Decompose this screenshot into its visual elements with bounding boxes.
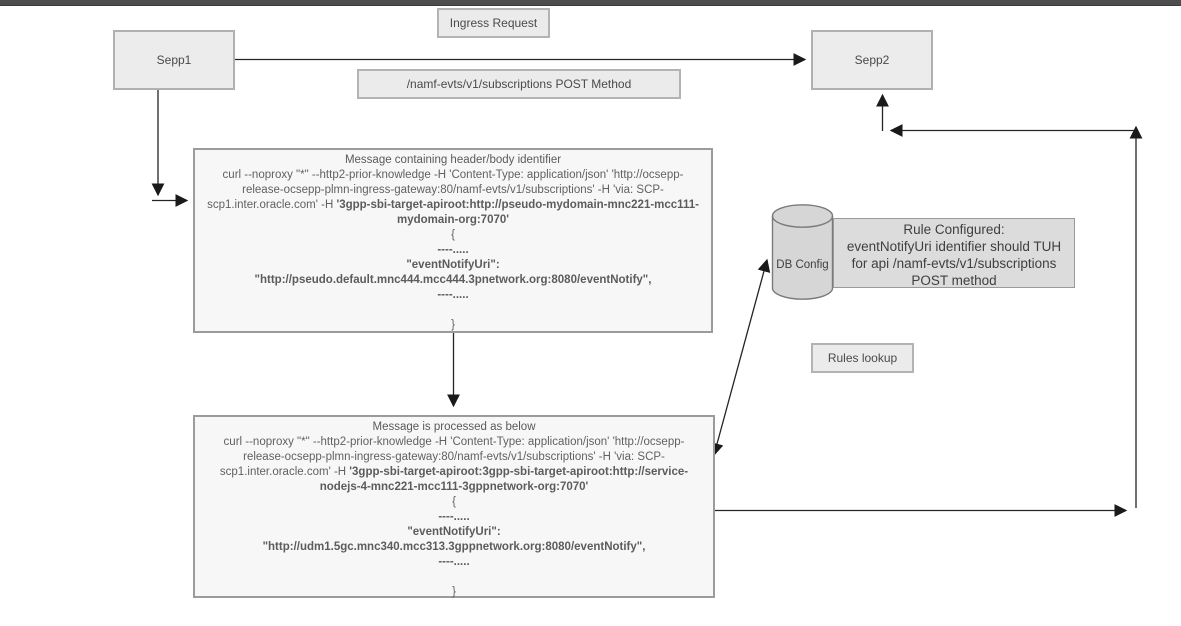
- msg2-title: Message is processed as below: [372, 421, 536, 433]
- db-config-label: DB Config: [776, 259, 829, 271]
- ingress-request-label: Ingress Request: [437, 8, 550, 38]
- msg1-title: Message containing header/body identifie…: [344, 154, 562, 166]
- sepp1-label: Sepp1: [156, 53, 192, 67]
- msg1-event-notify-key: "eventNotifyUri":: [406, 259, 500, 271]
- rule-line-2: eventNotifyUri identifier should TUH: [846, 239, 1062, 254]
- sepp2-label: Sepp2: [854, 53, 890, 67]
- msg1-event-notify-value: "http://pseudo.default.mnc444.mcc444.3pn…: [254, 274, 652, 286]
- msg2-brace-open: {: [452, 496, 456, 508]
- namf-post-method-label: /namf-evts/v1/subscriptions POST Method: [357, 69, 681, 99]
- ingress-request-text: Ingress Request: [449, 16, 538, 30]
- msg2-curl-prefix: curl --noproxy "*" --http2-prior-knowled…: [219, 436, 685, 478]
- msg1-curl-target-apiroot: '3gpp-sbi-target-apiroot:http://pseudo-m…: [336, 199, 699, 226]
- msg1-dots-bottom: ----.....: [437, 289, 469, 301]
- sepp2-node: Sepp2: [811, 30, 933, 90]
- message-box-processed-as-below: Message is processed as below curl --nop…: [193, 415, 715, 598]
- namf-post-method-text: /namf-evts/v1/subscriptions POST Method: [406, 77, 632, 91]
- cylinder-icon: [771, 204, 834, 300]
- msg2-brace-close: }: [452, 586, 456, 598]
- msg2-dots-bottom: ----.....: [438, 556, 470, 568]
- msg2-curl-target-apiroot: '3gpp-sbi-target-apiroot:3gpp-sbi-target…: [319, 466, 689, 493]
- rule-line-3: for api /namf-evts/v1/subscriptions: [851, 256, 1057, 271]
- sepp1-node: Sepp1: [113, 30, 235, 90]
- message-box-header-body-identifier: Message containing header/body identifie…: [193, 148, 713, 333]
- msg1-curl-command: curl --noproxy "*" --http2-prior-knowled…: [203, 168, 703, 228]
- msg1-curl-prefix: curl --noproxy "*" --http2-prior-knowled…: [207, 169, 684, 211]
- top-border: [0, 0, 1181, 6]
- msg1-brace-open: {: [451, 229, 455, 241]
- rules-lookup-label: Rules lookup: [811, 343, 914, 373]
- rule-line-4: POST method: [911, 273, 997, 288]
- msg1-brace-close: }: [451, 319, 455, 331]
- rule-configured-box: Rule Configured: eventNotifyUri identifi…: [833, 218, 1075, 288]
- msg1-dots-top: ----.....: [437, 244, 469, 256]
- arrow-msg2-dbconfig-bidirectional: [710, 258, 771, 457]
- db-config-cylinder: DB Config: [771, 203, 834, 301]
- msg2-dots-top: ----.....: [438, 511, 470, 523]
- rule-line-1: Rule Configured:: [903, 222, 1005, 237]
- msg2-blank-line: [203, 570, 705, 585]
- msg2-event-notify-value: "http://udm1.5gc.mnc340.mcc313.3gppnetwo…: [262, 541, 646, 553]
- msg2-event-notify-key: "eventNotifyUri":: [407, 526, 501, 538]
- msg2-curl-command: curl --noproxy "*" --http2-prior-knowled…: [203, 435, 705, 495]
- rules-lookup-text: Rules lookup: [827, 351, 898, 365]
- msg1-blank-line: [203, 303, 703, 318]
